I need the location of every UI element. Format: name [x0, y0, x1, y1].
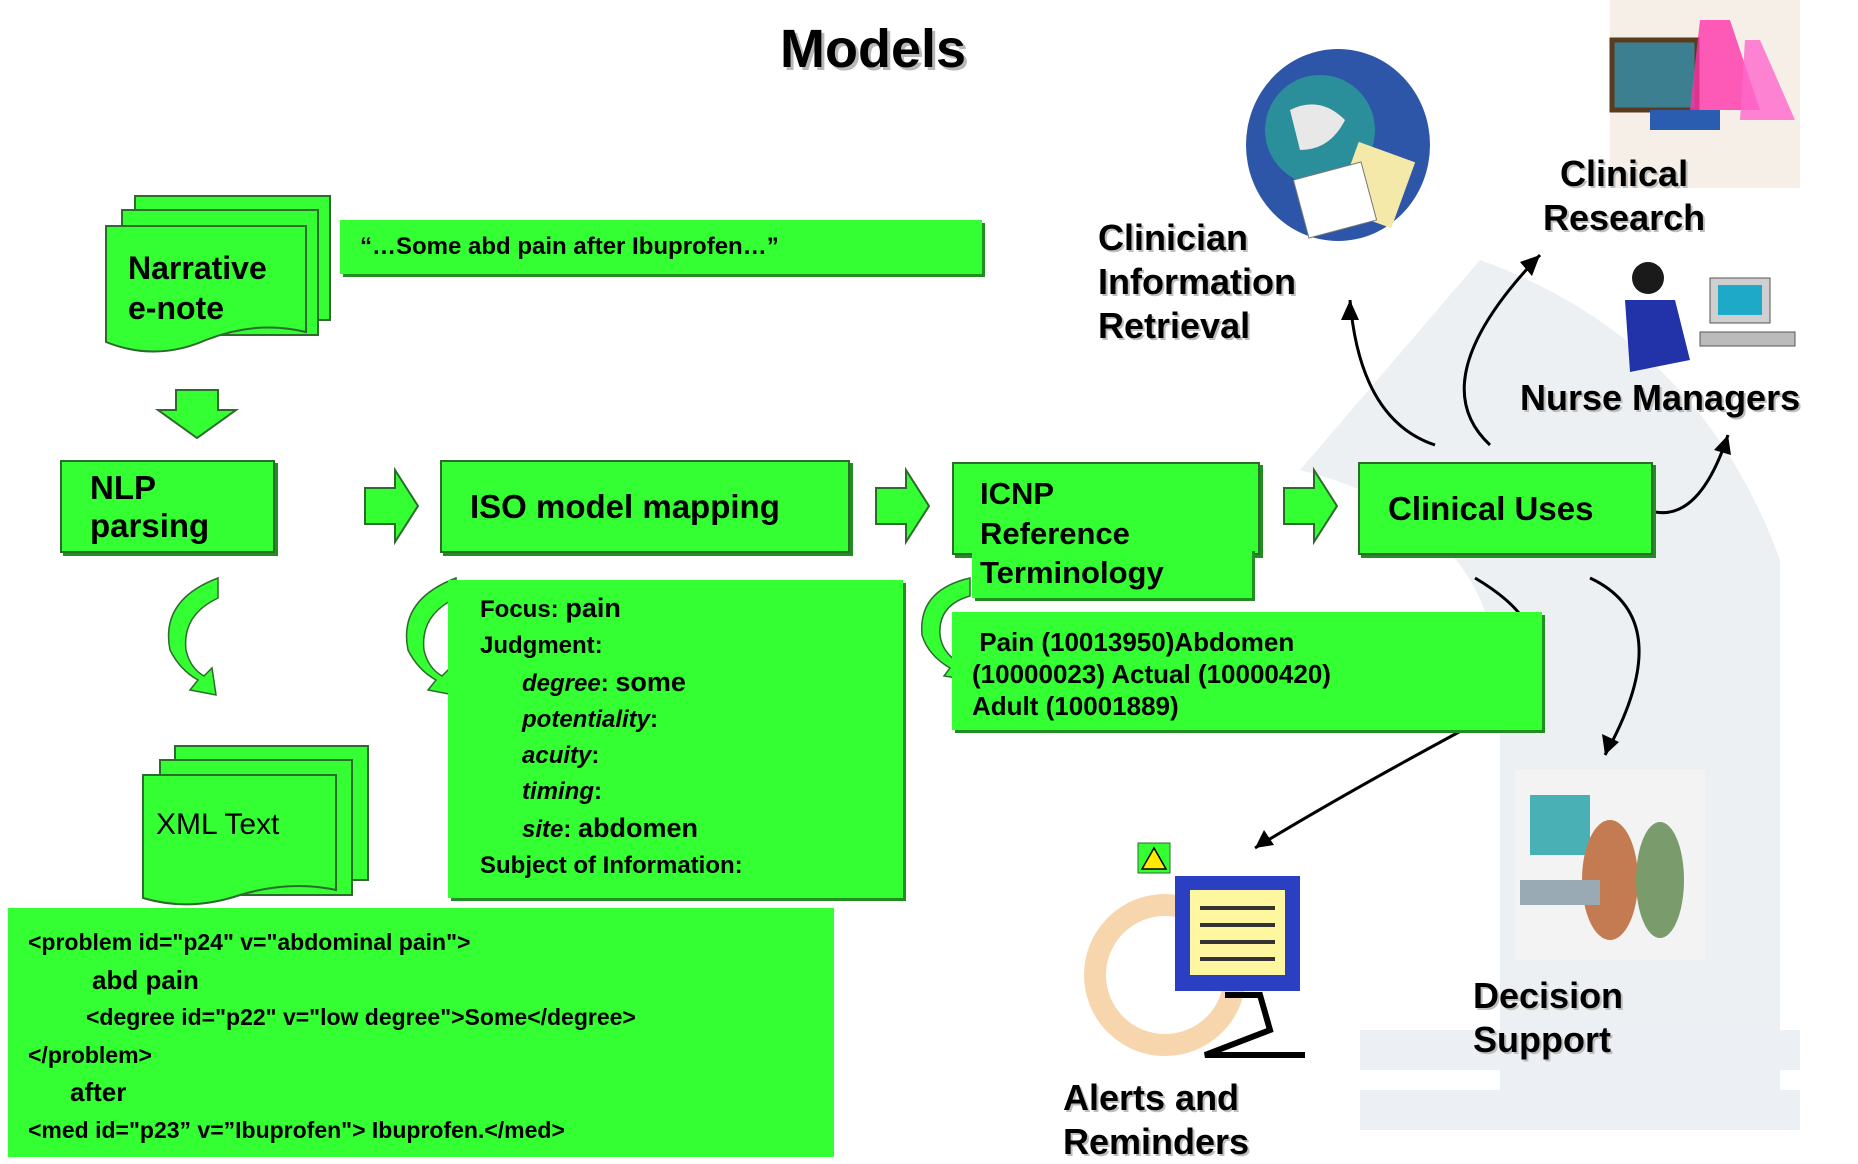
icnp-detail-line1: Pain (10013950)Abdomen	[972, 627, 1295, 657]
use-arrows	[1254, 253, 1730, 850]
alerts-line2: Reminders	[1063, 1121, 1250, 1162]
iso-subject: Subject of Information:	[480, 852, 743, 879]
narrative-label: Narrative e-note	[128, 248, 267, 328]
alerts-reminders-label: Alerts and Reminders	[1063, 1076, 1249, 1164]
arrow-nlp-to-iso	[364, 466, 420, 546]
decision-support-label: Decision Support	[1473, 974, 1623, 1062]
iso-site-line: site: abdomen	[522, 813, 699, 843]
iso-acuity-label: acuity	[522, 742, 592, 769]
iso-timing-line: timing:	[522, 778, 602, 805]
nurse-managers-label: Nurse Managers	[1520, 377, 1801, 418]
page-title: Models	[780, 19, 967, 79]
iso-degree-value: some	[615, 667, 686, 697]
iso-site-label: site	[522, 816, 564, 843]
iso-site-value: abdomen	[578, 813, 699, 843]
iso-potentiality-label: potentiality	[522, 706, 651, 733]
narrative-label-line1: Narrative	[128, 250, 267, 286]
narrative-doc-shape	[105, 195, 331, 353]
icnp-box-tail	[972, 548, 1252, 598]
narrative-label-line2: e-note	[128, 290, 224, 326]
icnp-label-line3: Terminology	[980, 555, 1164, 590]
nlp-parsing-label: NLP parsing	[90, 468, 210, 544]
iso-degree-line: degree: some	[522, 667, 686, 697]
iso-detail-box: Focus: pain Judgment: degree: some poten…	[448, 580, 903, 898]
iso-timing-label: timing	[522, 778, 594, 805]
iso-focus-value: pain	[565, 593, 621, 623]
icnp-label-line2: Reference	[980, 515, 1130, 551]
decision-line2: Support	[1473, 1019, 1611, 1060]
icnp-detail-line2: (10000023) Actual (10000420)	[972, 659, 1331, 689]
clinician-line3: Retrieval	[1098, 305, 1251, 346]
alert-computer-icon	[1084, 842, 1305, 1058]
quote-box: “…Some abd pain after Ibuprofen…”	[340, 220, 982, 274]
iso-degree-label: degree	[522, 670, 601, 697]
nurse-computer-icon	[1625, 262, 1796, 372]
lab-research-icon	[1609, 0, 1800, 188]
xml-code-line: </problem>	[28, 1041, 152, 1068]
iso-focus-line: Focus: pain	[480, 590, 903, 628]
clinician-line1: Clinician	[1098, 217, 1249, 258]
iso-focus-label: Focus:	[480, 596, 566, 623]
xml-doc-shape	[142, 745, 369, 906]
xml-code-box: <problem id="p24" v="abdominal pain"> ab…	[8, 908, 834, 1157]
nlp-parsing-box: NLP parsing	[60, 460, 275, 553]
iso-potentiality-line: potentiality:	[522, 706, 659, 733]
clinician-retrieval-label: Clinician Information Retrieval	[1098, 216, 1296, 348]
decision-line1: Decision	[1473, 975, 1624, 1016]
iso-mapping-box: ISO model mapping	[440, 460, 850, 553]
alerts-line1: Alerts and	[1063, 1077, 1240, 1118]
down-arrow	[154, 389, 240, 440]
xml-code-line: abd pain	[92, 964, 199, 995]
icnp-detail-line3: Adult (10001889)	[972, 691, 1179, 721]
arrow-icnp-to-uses	[1283, 466, 1339, 546]
xml-doc-label: XML Text	[156, 808, 280, 841]
research-line1: Clinical	[1560, 153, 1689, 194]
quote-text: “…Some abd pain after Ibuprofen…”	[360, 233, 779, 260]
clinical-research-label: Clinical Research	[1543, 152, 1705, 240]
curved-arrow-iso	[405, 576, 457, 696]
research-line2: Research	[1543, 197, 1706, 238]
curved-arrow-nlp	[167, 576, 219, 696]
icnp-label-line1: ICNP	[980, 476, 1055, 511]
xml-code-line: <problem id="p24" v="abdominal pain">	[28, 929, 471, 955]
clinical-uses-label: Clinical Uses	[1388, 489, 1594, 527]
xml-code-line: <med id="p23” v=”Ibuprofen"> Ibuprofen.<…	[28, 1116, 565, 1143]
clinical-uses-box: Clinical Uses	[1358, 462, 1653, 555]
arrow-iso-to-icnp	[875, 466, 931, 546]
iso-acuity-line: acuity:	[522, 742, 600, 769]
icnp-label: ICNP Reference Terminology	[980, 474, 1164, 593]
globe-icon	[1246, 49, 1430, 241]
iso-judgment: Judgment:	[480, 632, 603, 659]
icnp-detail-box: Pain (10013950)Abdomen (10000023) Actual…	[952, 612, 1542, 730]
iso-mapping-label: ISO model mapping	[470, 487, 780, 525]
clinician-line2: Information	[1098, 261, 1296, 302]
xml-code-line: after	[70, 1077, 127, 1107]
decision-support-icon	[1515, 770, 1705, 960]
xml-code-line: <degree id="p22" v="low degree">Some</de…	[86, 1004, 636, 1030]
